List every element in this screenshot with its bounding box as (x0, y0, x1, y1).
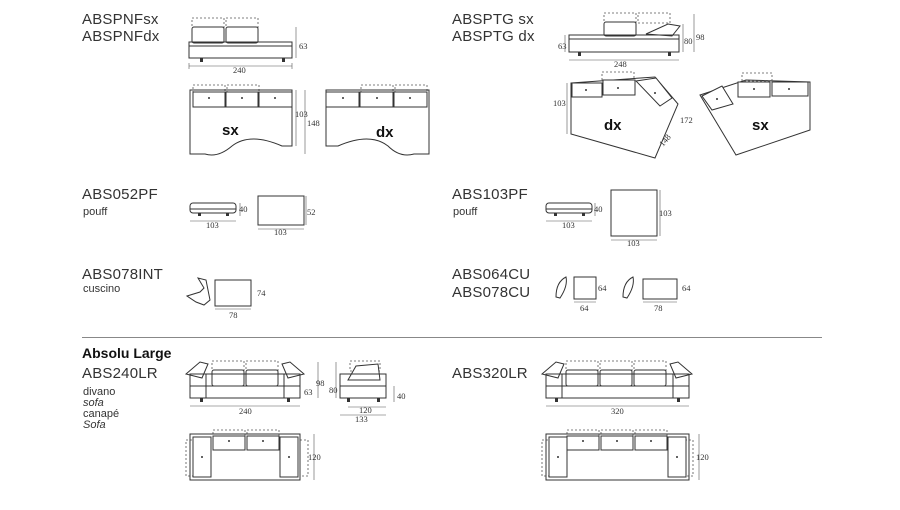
model-desc-sofa-text: sofa (83, 397, 104, 409)
dim-ptg-depth1: 103 (553, 98, 566, 108)
dim-240-side-height: 80 (329, 385, 338, 395)
model-desc-abs103pf: pouff (453, 206, 478, 218)
absptg-sx-plan: sx (699, 72, 811, 156)
abspnf-sx-plan: sx 103 148 (189, 84, 320, 156)
dim-ptg-height1: 63 (558, 41, 567, 51)
dim-int-width: 78 (229, 310, 238, 320)
model-code-abs240lr: ABS240LR (82, 365, 158, 382)
abs240lr-side-view: 80 40 120 133 (329, 360, 406, 424)
label-dx: dx (376, 124, 394, 141)
absptg-side-view: 248 63 80 98 (558, 12, 705, 69)
dim-103-height: 40 (594, 204, 603, 214)
abspnf-side-view: 240 63 (188, 17, 308, 75)
dim-103-width: 103 (562, 220, 575, 230)
model-code-absptg-dx: ABSPTG dx (452, 28, 535, 45)
abs052pf-drawing: 103 40 103 52 (189, 195, 316, 237)
abs320lr-plan: 120 (541, 429, 709, 481)
dim-240-depth2: 133 (355, 414, 368, 424)
abs078int-drawing: 78 74 (185, 277, 266, 320)
model-desc-sofa: sofa (83, 397, 104, 409)
dim-320-width: 320 (611, 406, 624, 416)
model-desc-sofa-en: Sofa (83, 419, 106, 431)
dim-ptg-width: 248 (614, 59, 627, 69)
absptg-dx-plan: dx 103 172 148 (553, 71, 693, 159)
model-desc-abs078int: cuscino (83, 283, 121, 295)
dim-cu78-width: 78 (654, 303, 663, 313)
dim-052-height: 40 (239, 204, 248, 214)
section-title: Absolu Large (82, 345, 172, 361)
abs103pf-drawing: 103 40 103 103 (545, 189, 672, 248)
model-code-abs103pf: ABS103PF (452, 186, 528, 203)
dim-240-depth1: 120 (359, 405, 372, 415)
model-code-abs064cu: ABS064CU (452, 266, 531, 283)
dim-240-seat-height: 40 (397, 391, 406, 401)
dim-cu78-height: 64 (682, 283, 691, 293)
dim-240-height1: 63 (304, 387, 313, 397)
dim-052-top-depth: 52 (307, 207, 316, 217)
model-desc-abs052pf: pouff (83, 206, 108, 218)
dim-052-width: 103 (206, 220, 219, 230)
dim-ptg-depth3: 148 (657, 132, 673, 148)
dim-int-height: 74 (257, 288, 266, 298)
model-code-abs320lr: ABS320LR (452, 365, 528, 382)
model-code-abspnfdx: ABSPNFdx (82, 28, 160, 45)
model-code-abspnfsx: ABSPNFsx (82, 11, 159, 28)
dim-240-height2: 98 (316, 378, 325, 388)
dim-ptg-height2: 80 (684, 36, 693, 46)
model-code-absptg-sx: ABSPTG sx (452, 11, 534, 28)
section-divider (82, 337, 822, 338)
model-desc-divano: divano (83, 386, 116, 398)
dim-cu64-height: 64 (598, 283, 607, 293)
label-ptg-dx: dx (604, 117, 622, 134)
dim-cu64-width: 64 (580, 303, 589, 313)
label-sx: sx (222, 122, 239, 139)
dim-pnf-depth2: 148 (307, 118, 320, 128)
abs064cu-drawing: 64 64 (555, 276, 607, 313)
dim-ptg-height3: 98 (696, 32, 705, 42)
model-desc-sofa-en-text: Sofa (83, 419, 106, 431)
abspnf-dx-plan: dx (325, 84, 430, 156)
abs078cu-drawing: 78 64 (622, 276, 691, 313)
model-code-abs052pf: ABS052PF (82, 186, 158, 203)
dim-103-top-width: 103 (627, 238, 640, 248)
abs240lr-plan: 120 (185, 429, 321, 481)
abs240lr-front-view: 240 63 98 (184, 360, 325, 416)
model-code-abs078int: ABS078INT (82, 266, 164, 283)
dim-240-plan-depth: 120 (308, 452, 321, 462)
label-ptg-sx: sx (752, 117, 769, 134)
dim-103-top-depth: 103 (659, 208, 672, 218)
dim-pnf-width: 240 (233, 65, 246, 75)
dim-240-width: 240 (239, 406, 252, 416)
dim-ptg-depth2: 172 (680, 115, 693, 125)
dim-320-plan-depth: 120 (696, 452, 709, 462)
dim-pnf-height: 63 (299, 41, 308, 51)
model-code-abs078cu: ABS078CU (452, 284, 531, 301)
abs320lr-front-view: 320 (540, 360, 694, 416)
dim-pnf-depth1: 103 (295, 109, 308, 119)
dim-052-top-width: 103 (274, 227, 287, 237)
model-desc-canape: canapé (83, 408, 120, 420)
